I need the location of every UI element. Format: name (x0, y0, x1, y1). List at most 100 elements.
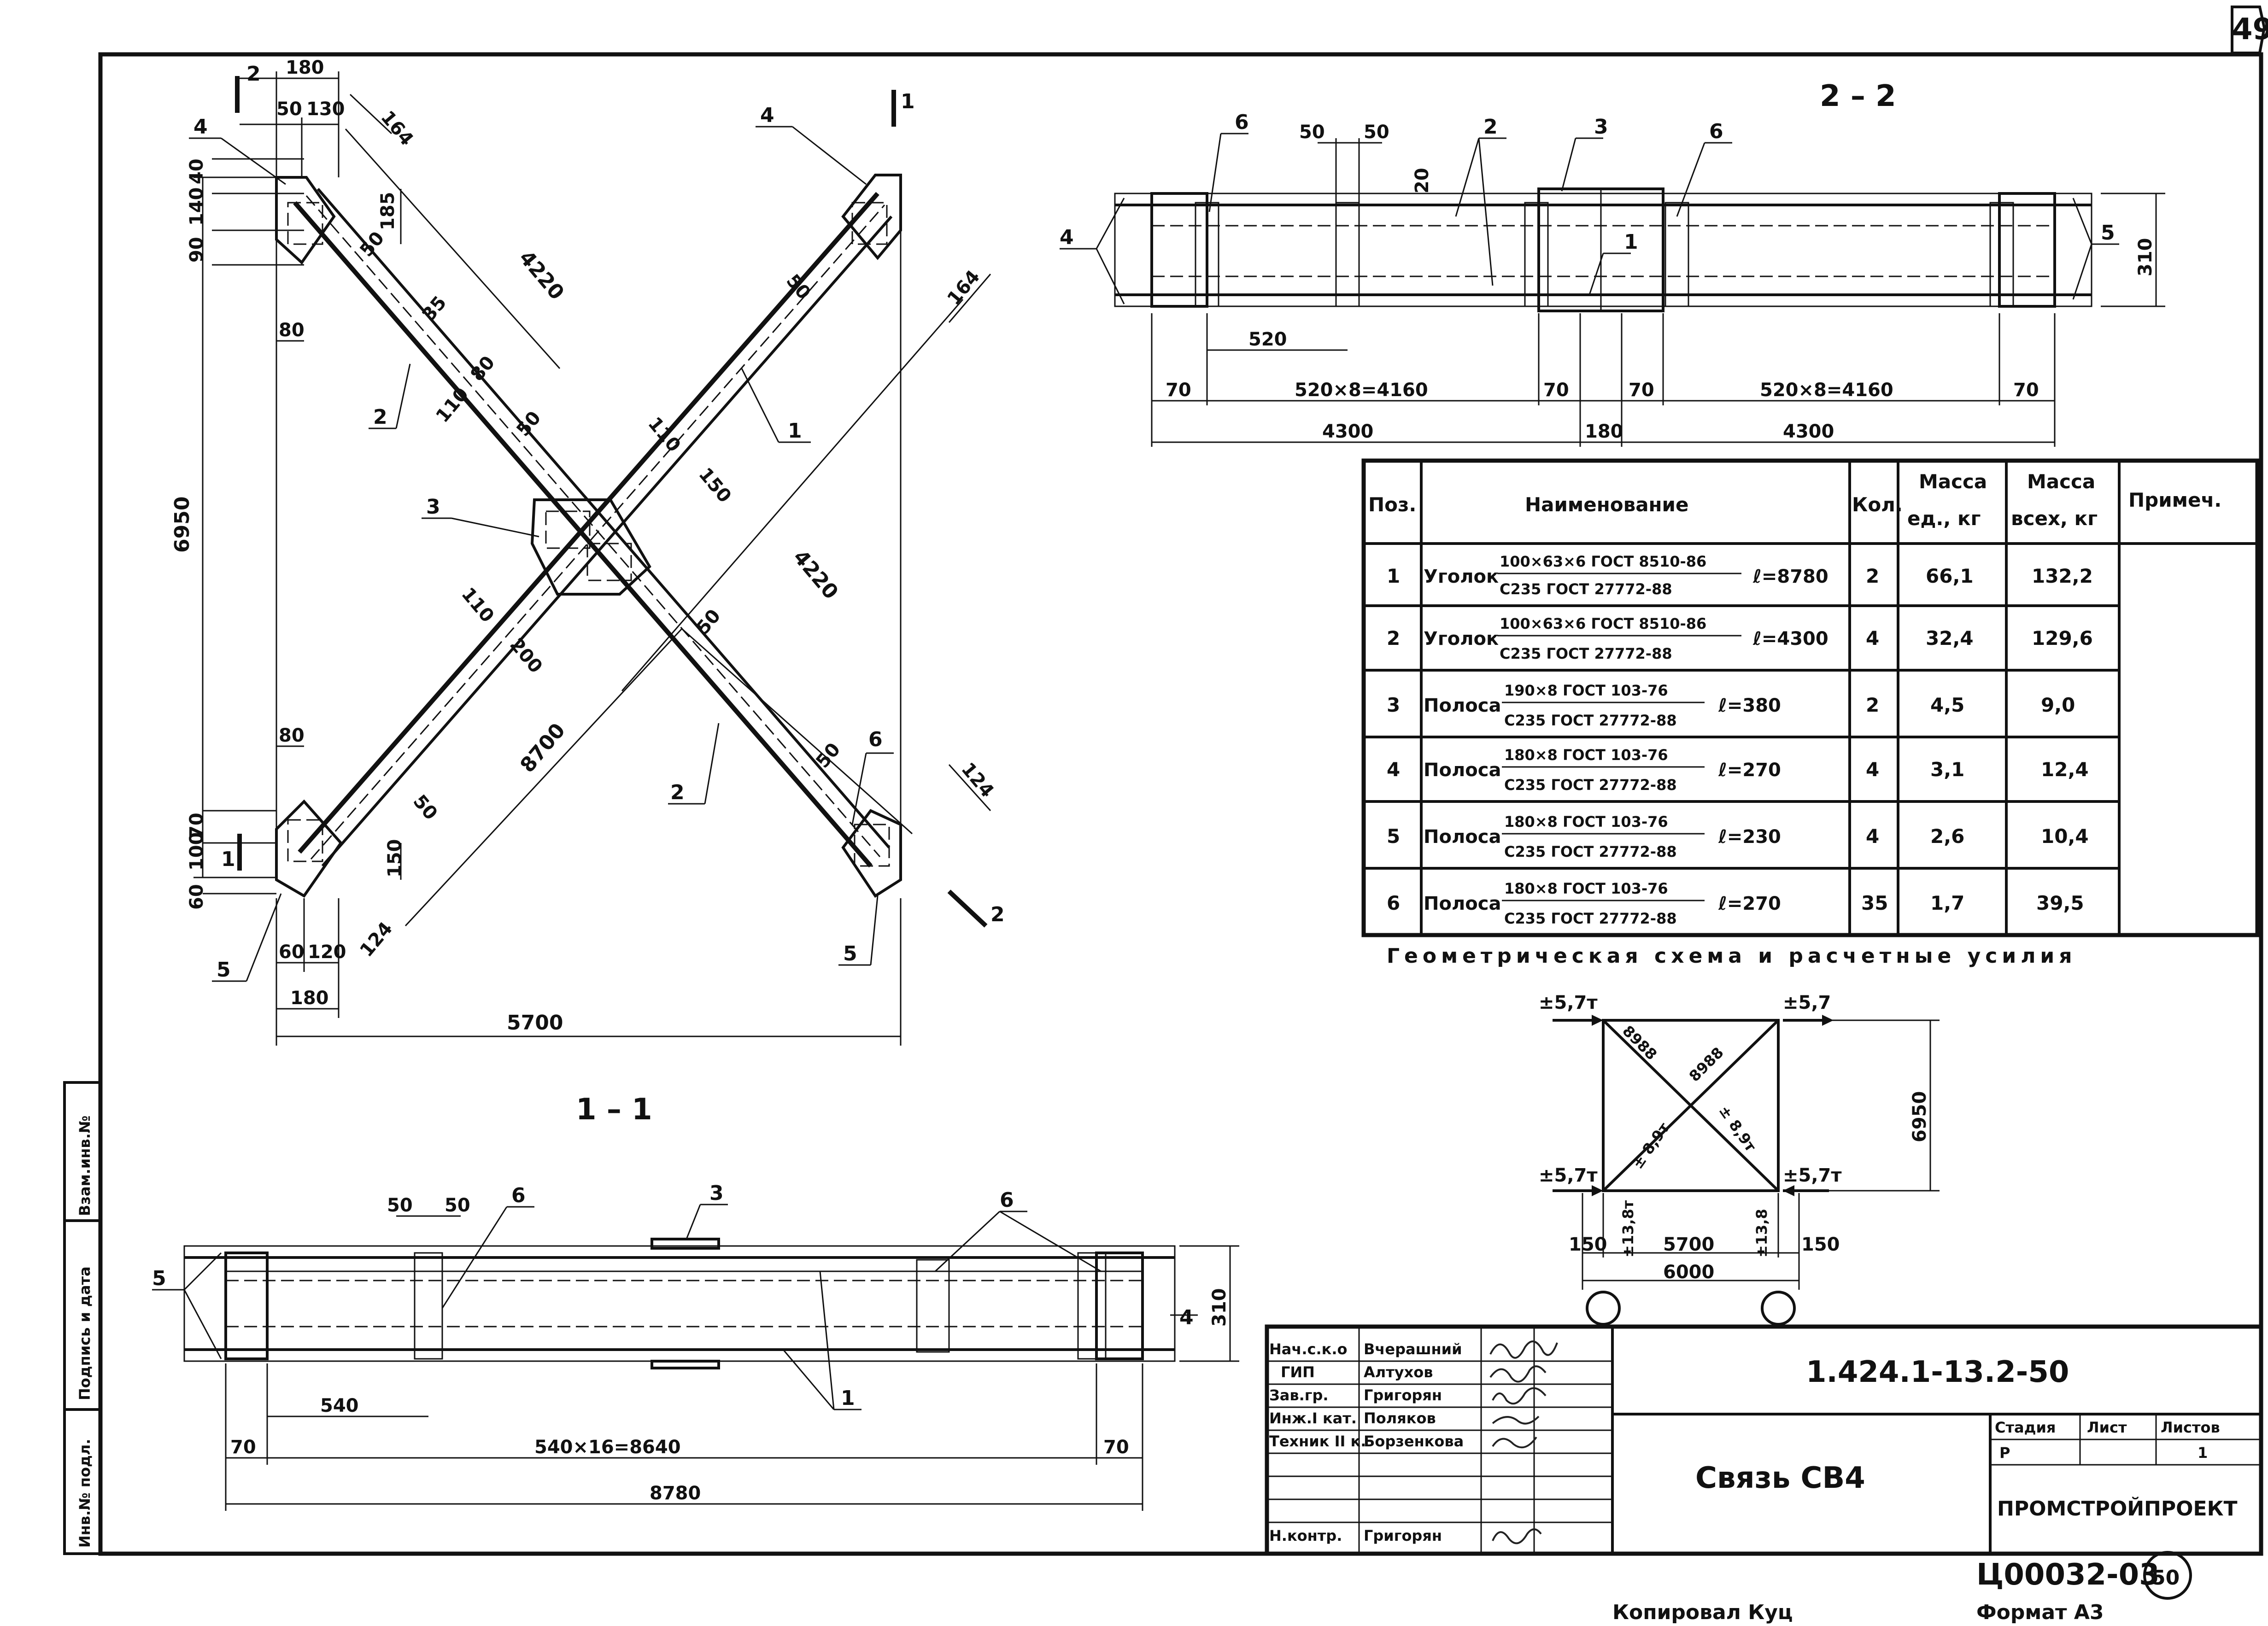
spec-row: 5 Полоса 180×8 ГОСТ 103-76 С235 ГОСТ 277… (1387, 813, 2089, 860)
svg-text:2: 2 (1387, 627, 1400, 649)
drawing-code: 1.424.1-13.2-50 (1806, 1355, 2069, 1389)
svg-text:С235 ГОСТ 27772-88: С235 ГОСТ 27772-88 (1500, 645, 1672, 662)
svg-text:Вчерашний: Вчерашний (1364, 1340, 1462, 1358)
svg-text:3: 3 (1387, 694, 1400, 716)
support-right (1761, 1291, 1796, 1326)
svg-text:6950: 6950 (170, 497, 194, 553)
svg-text:6: 6 (1709, 120, 1723, 143)
svg-text:Уголок: Уголок (1424, 628, 1499, 649)
svg-text:8700: 8700 (516, 719, 570, 777)
section-1-1: 1 – 1 3 6 6 1 5 4 50 50 540 (152, 1093, 1239, 1511)
spec-row: 2 Уголок 100×63×6 ГОСТ 8510-86 С235 ГОСТ… (1387, 615, 2093, 662)
svg-text:±13,8т: ±13,8т (1619, 1200, 1637, 1258)
brace-member-2 (293, 188, 891, 868)
side-stamp: Инв.№ подл. Подпись и дата Взам.инв.№ (63, 1081, 102, 1555)
svg-text:50: 50 (445, 1195, 470, 1216)
svg-text:66,1: 66,1 (1926, 565, 1974, 587)
svg-text:70: 70 (1543, 380, 1569, 401)
svg-text:1: 1 (841, 1386, 855, 1410)
svg-text:3: 3 (426, 495, 440, 519)
svg-text:4: 4 (1866, 825, 1879, 848)
svg-text:540: 540 (320, 1395, 359, 1416)
svg-text:4: 4 (193, 115, 208, 139)
svg-text:520×8=4160: 520×8=4160 (1295, 380, 1428, 401)
svg-text:70: 70 (1103, 1437, 1129, 1458)
svg-text:ℓ=380: ℓ=380 (1718, 695, 1781, 716)
svg-text:540×16=8640: 540×16=8640 (534, 1437, 681, 1458)
svg-text:70: 70 (230, 1437, 256, 1458)
svg-text:Уголок: Уголок (1424, 566, 1499, 587)
drawing-title: Связь СВ4 (1695, 1461, 1865, 1495)
svg-text:140: 140 (186, 187, 207, 226)
svg-text:110: 110 (432, 384, 473, 427)
svg-text:2,6: 2,6 (1930, 825, 1964, 848)
signature-scribble (1489, 1340, 1558, 1359)
svg-text:С235 ГОСТ 27772-88: С235 ГОСТ 27772-88 (1504, 776, 1677, 794)
svg-text:С235 ГОСТ 27772-88: С235 ГОСТ 27772-88 (1504, 712, 1677, 729)
svg-text:4: 4 (1866, 627, 1879, 649)
svg-text:100×63×6 ГОСТ 8510-86: 100×63×6 ГОСТ 8510-86 (1500, 615, 1706, 632)
side-stamp-podpis: Подпись и дата (76, 1266, 94, 1400)
svg-text:1: 1 (1387, 565, 1400, 587)
spec-row: 6 Полоса 180×8 ГОСТ 103-76 С235 ГОСТ 277… (1387, 880, 2084, 927)
svg-text:4300: 4300 (1783, 421, 1834, 442)
svg-text:70: 70 (186, 813, 207, 838)
svg-text:310: 310 (2135, 238, 2156, 277)
spec-header-mass-total-1: Масса (2027, 470, 2095, 493)
sheet-header: Лист (2087, 1419, 2127, 1436)
spec-header-qty: Кол. (1852, 493, 1903, 516)
page-number-badge: 49 (2231, 6, 2268, 54)
svg-text:Григорян: Григорян (1364, 1386, 1442, 1404)
signature-scribble (1492, 1387, 1547, 1405)
section-2-2: 2 – 2 6 2 3 6 1 4 5 50 50 20 (1060, 79, 2165, 447)
gusset-plate-top-right (841, 174, 902, 260)
sheet-frame (98, 52, 2263, 1556)
svg-text:70: 70 (1166, 380, 1191, 401)
svg-text:5: 5 (152, 1267, 166, 1290)
svg-text:60: 60 (186, 884, 207, 910)
spec-header-name: Наименование (1525, 493, 1688, 516)
svg-text:ℓ=4300: ℓ=4300 (1752, 628, 1828, 649)
svg-text:5: 5 (843, 942, 857, 965)
svg-text:Техник II к.: Техник II к. (1269, 1433, 1366, 1450)
svg-text:1,7: 1,7 (1930, 892, 1964, 914)
svg-text:Поляков: Поляков (1364, 1410, 1436, 1427)
signature-scribble (1492, 1415, 1540, 1425)
svg-text:4,5: 4,5 (1930, 694, 1964, 716)
svg-text:50: 50 (692, 605, 725, 638)
svg-text:8780: 8780 (650, 1483, 701, 1504)
svg-text:Борзенкова: Борзенкова (1364, 1433, 1464, 1450)
signature-scribble (1492, 1436, 1537, 1449)
svg-text:6: 6 (1000, 1188, 1014, 1212)
side-stamp-vzam: Взам.инв.№ (76, 1116, 94, 1216)
svg-text:70: 70 (1629, 380, 1654, 401)
svg-text:Полоса: Полоса (1424, 893, 1501, 914)
svg-text:6950: 6950 (1909, 1091, 1930, 1142)
svg-text:35: 35 (418, 292, 451, 325)
svg-text:150: 150 (694, 464, 735, 507)
section-1-1-title: 1 – 1 (576, 1093, 652, 1127)
svg-text:130: 130 (306, 99, 345, 120)
svg-text:1: 1 (901, 90, 915, 113)
svg-text:± 8,9т: ± 8,9т (1629, 1119, 1673, 1172)
svg-text:5700: 5700 (1663, 1234, 1714, 1255)
svg-text:Инж.I кат.: Инж.I кат. (1269, 1410, 1357, 1427)
svg-text:185: 185 (377, 192, 399, 231)
svg-text:Григорян: Григорян (1364, 1527, 1442, 1544)
svg-text:2: 2 (1483, 115, 1498, 139)
svg-text:80: 80 (279, 320, 305, 341)
svg-text:50: 50 (387, 1195, 413, 1216)
svg-text:4: 4 (1387, 758, 1400, 781)
svg-text:520: 520 (1248, 329, 1287, 350)
svg-text:35: 35 (1861, 892, 1888, 914)
svg-text:50: 50 (409, 791, 441, 824)
svg-text:100×63×6 ГОСТ 8510-86: 100×63×6 ГОСТ 8510-86 (1500, 553, 1706, 570)
svg-text:120: 120 (308, 942, 346, 963)
spec-header-pos: Поз. (1368, 493, 1416, 516)
svg-text:±5,7т: ±5,7т (1539, 992, 1598, 1013)
svg-text:4300: 4300 (1322, 421, 1373, 442)
spec-row: 4 Полоса 180×8 ГОСТ 103-76 С235 ГОСТ 277… (1387, 746, 2089, 794)
svg-text:2: 2 (373, 405, 387, 429)
spec-header-mass-total-2: всех, кг (2011, 507, 2098, 530)
